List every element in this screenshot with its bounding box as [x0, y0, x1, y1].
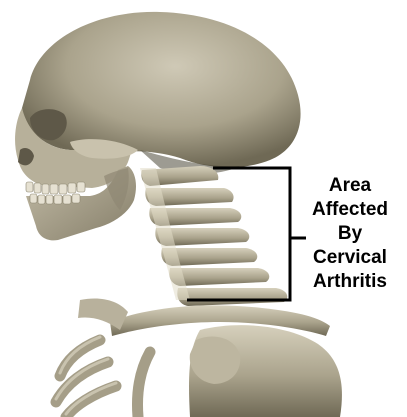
callout-line-area: Area [292, 174, 407, 198]
vertebra-7 [177, 288, 287, 306]
ribs [56, 340, 150, 417]
callout-line-by: By [292, 222, 407, 246]
callout-line-affected: Affected [292, 198, 407, 222]
cranium [22, 12, 301, 167]
callout-line-arthritis: Arthritis [292, 270, 407, 294]
cervical-spine-illustration [140, 166, 287, 306]
callout-label: Area Affected By Cervical Arthritis [292, 174, 407, 294]
callout-line-cervical: Cervical [292, 246, 407, 270]
shoulder-girdle [56, 299, 342, 417]
